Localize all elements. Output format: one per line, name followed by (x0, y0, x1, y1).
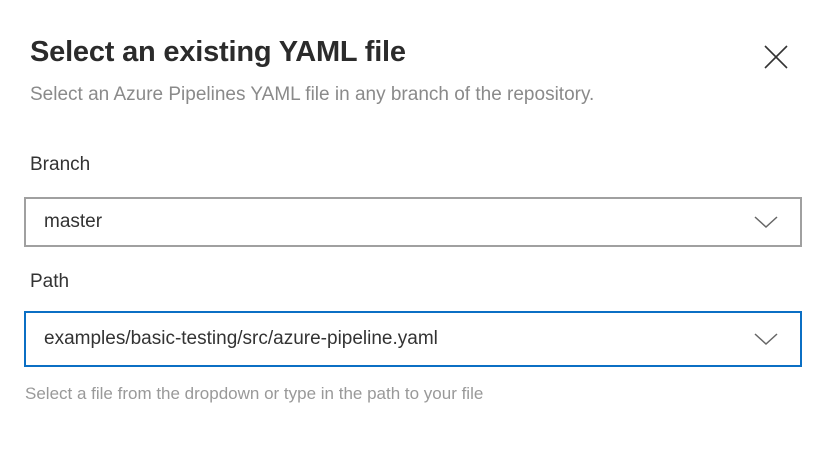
chevron-down-icon (754, 332, 778, 345)
branch-selected-value: master (44, 211, 103, 232)
path-label: Path (30, 271, 70, 292)
dialog-title: Select an existing YAML file (30, 36, 406, 68)
dialog-subtitle: Select an Azure Pipelines YAML file in a… (30, 84, 595, 105)
close-icon (764, 45, 788, 69)
close-button[interactable] (756, 37, 796, 77)
chevron-down-icon (754, 215, 778, 228)
branch-label: Branch (30, 154, 91, 175)
branch-dropdown[interactable]: master (24, 197, 802, 247)
path-dropdown[interactable] (24, 311, 802, 367)
path-helper-text: Select a file from the dropdown or type … (25, 384, 484, 403)
path-input[interactable] (44, 328, 754, 350)
